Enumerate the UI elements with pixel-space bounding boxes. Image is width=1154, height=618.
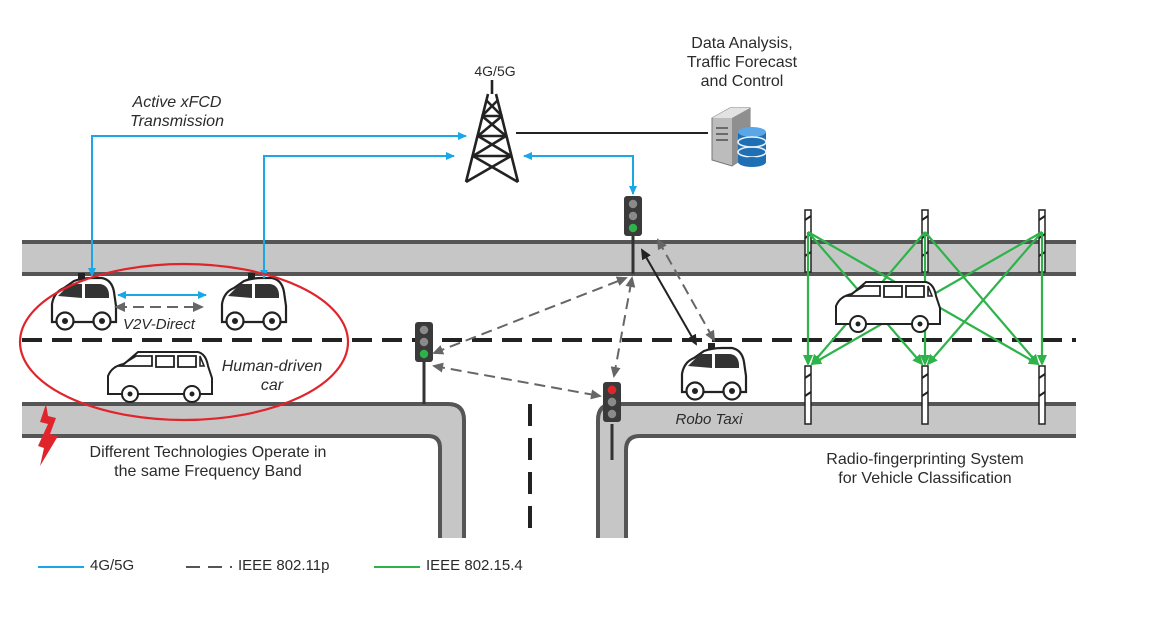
road-lower-left (22, 404, 464, 538)
active-xfcd-line: Active xFCD (132, 94, 222, 111)
active-xfcd-line: Transmission (130, 113, 224, 131)
classified-van-icon (835, 281, 941, 333)
traffic-light-red-icon (603, 382, 621, 460)
legend-item-4g5g: 4G/5G (90, 557, 134, 574)
legend-label: IEEE 802.11p (238, 557, 330, 574)
data-analysis-line: and Control (700, 73, 784, 91)
frequency-note-label: Different Technologies Operate in the sa… (58, 443, 358, 481)
cellular-links (88, 132, 637, 299)
road-edge (624, 434, 1076, 538)
radio-fingerprinting-line: Radio-fingerprinting System (826, 451, 1024, 468)
server-database-icon (711, 107, 767, 167)
cell-tower-icon (464, 80, 520, 184)
human-driven-line: car (260, 377, 284, 395)
frequency-note-line: Different Technologies Operate in (89, 444, 327, 461)
robo-taxi-label: Robo Taxi (675, 411, 743, 428)
frequency-note-line: the same Frequency Band (114, 463, 302, 481)
road-upper (22, 242, 1076, 274)
data-analysis-line: Traffic Forecast (686, 54, 798, 72)
traffic-light-top-icon (624, 196, 642, 274)
human-driven-car-icon (107, 351, 213, 403)
road-edge (22, 402, 466, 538)
legend-label: IEEE 802.15.4 (426, 557, 523, 574)
human-driven-line: Human-driven (221, 358, 323, 375)
v2v-direct-label: V2V-Direct (123, 316, 195, 333)
legend-item-80211p: IEEE 802.11p (238, 557, 329, 574)
interference-lightning-icon (38, 404, 58, 466)
robo-taxi-link (641, 248, 697, 346)
traffic-light-left-icon (415, 322, 433, 404)
shared-band-highlight (18, 262, 350, 422)
data-analysis-line: Data Analysis, (691, 35, 793, 52)
legend-label: 4G/5G (90, 557, 135, 574)
active-xfcd-label: Active xFCD Transmission (102, 93, 252, 131)
autonomous-car-icon (220, 271, 288, 331)
road-edge (22, 434, 442, 538)
robo-taxi-icon (680, 341, 748, 401)
radio-fingerprinting-label: Radio-fingerprinting System for Vehicle … (800, 450, 1050, 488)
human-driven-label: Human-driven car (212, 357, 332, 395)
radio-fingerprinting-line: for Vehicle Classification (838, 470, 1012, 488)
legend-item-802154: IEEE 802.15.4 (426, 557, 523, 574)
road-lower-right (598, 404, 1076, 538)
tower-label: 4G/5G (474, 63, 516, 79)
data-analysis-label: Data Analysis, Traffic Forecast and Cont… (654, 34, 830, 92)
